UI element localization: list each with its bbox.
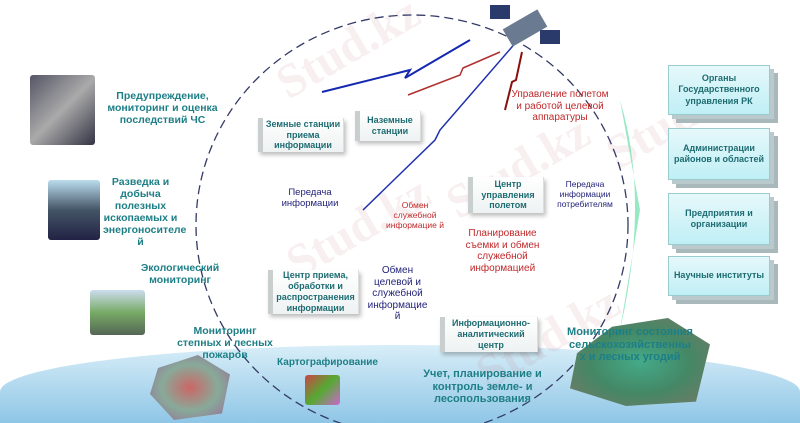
- ecology-image: [90, 290, 145, 335]
- radio-link-blue: [321, 39, 471, 93]
- consumer-box-administrations: Администрации районов и областей: [668, 128, 770, 180]
- radio-link-blue: [362, 39, 519, 211]
- emergency-label: Предупреждение, мониторинг и оценка посл…: [107, 90, 218, 127]
- reception-center-box: Центр приема, обработки и распространени…: [268, 270, 359, 314]
- target-exchange-label: Обмен целевой и служебной информацие й: [367, 265, 428, 322]
- flight-center-box: Центр управления полетом: [468, 177, 544, 213]
- land-use-label: Учет, планирование и контроль земле- и л…: [423, 368, 542, 406]
- oil-rig-image: [48, 180, 100, 240]
- satellite-icon: [490, 5, 560, 47]
- ground-stations-box: Наземные станции: [355, 111, 421, 141]
- analytic-center-box: Информационно-аналитический центр: [440, 317, 538, 352]
- consumer-box-enterprises: Предприятия и организации: [668, 193, 770, 245]
- mining-label: Разведка и добыча полезных ископаемых и …: [103, 176, 187, 249]
- radio-link-red: [407, 51, 501, 96]
- agri-label: Мониторинг состояния сельскохозяйственны…: [567, 326, 693, 364]
- service-exchange-label: Обмен служебной информацие й: [386, 200, 444, 230]
- consumer-arrow: [620, 100, 640, 330]
- planning-label: Планирование съемки и обмен служебной ин…: [465, 228, 540, 274]
- radio-link-red: [504, 51, 523, 111]
- emergency-image: [30, 75, 95, 145]
- consumer-box-institutes: Научные институты: [668, 256, 770, 296]
- consumer-box-government: Органы Государственного управления РК: [668, 65, 770, 115]
- cartography-image: [305, 375, 340, 405]
- ecology-label: Экологический мониторинг: [140, 262, 220, 287]
- orbit-ellipse: [195, 14, 629, 423]
- fires-label: Мониторинг степных и лесных пожаров: [177, 325, 273, 362]
- cartography-label: Картографирование: [277, 357, 378, 368]
- transfer-consumers-label: Передача информации потребителям: [557, 179, 613, 209]
- earth-stations-box: Земные станции приема информации: [258, 118, 344, 152]
- flight-control-label: Управление полетом и работой целевой апп…: [511, 89, 609, 123]
- transfer-label: Передача информации: [281, 187, 339, 209]
